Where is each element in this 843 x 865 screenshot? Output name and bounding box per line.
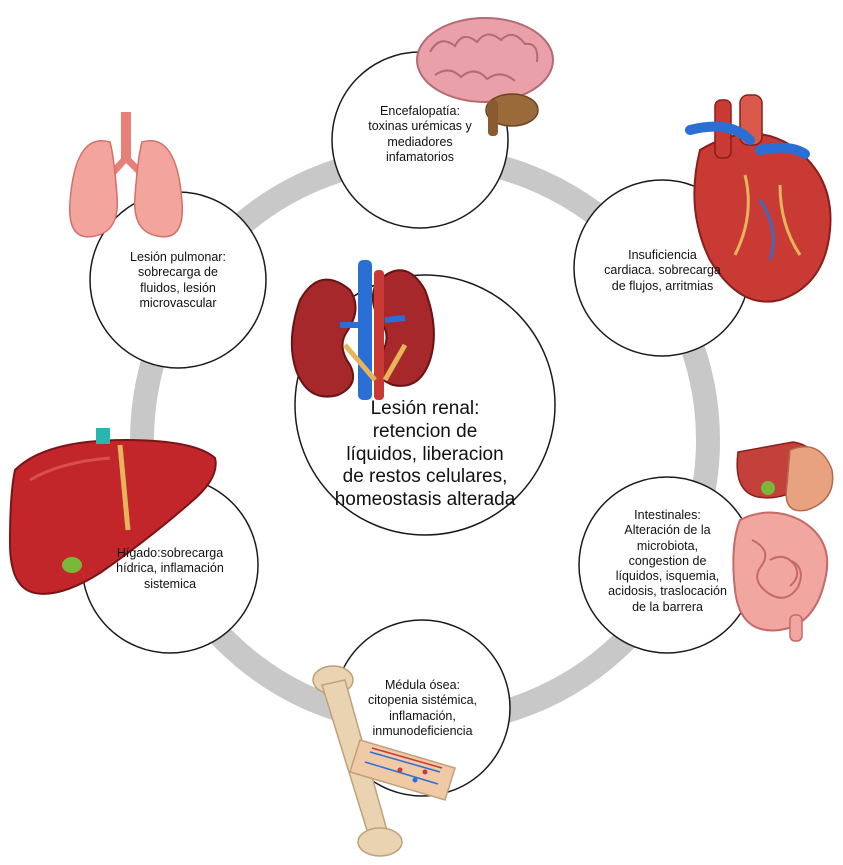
kidney-icon: [292, 260, 434, 400]
heart-node-label: Insuficiencia cardiaca. sobrecarga de fl…: [590, 248, 735, 294]
lung-node-label: Lesión pulmonar: sobrecarga de fluidos, …: [108, 250, 248, 311]
brain-node-label: Encefalopatía: toxinas urémicas y mediad…: [355, 104, 485, 165]
intestine-icon: [733, 442, 832, 641]
bone-node-label: Médula ósea: citopenia sistémica, inflam…: [355, 678, 490, 739]
center-node-label: Lesión renal: retencion de líquidos, lib…: [310, 398, 540, 512]
intestine-node-label: Intestinales: Alteración de la microbiot…: [600, 508, 735, 615]
liver-node-label: Hígado:sobrecarga hídrica, inflamación s…: [100, 546, 240, 592]
